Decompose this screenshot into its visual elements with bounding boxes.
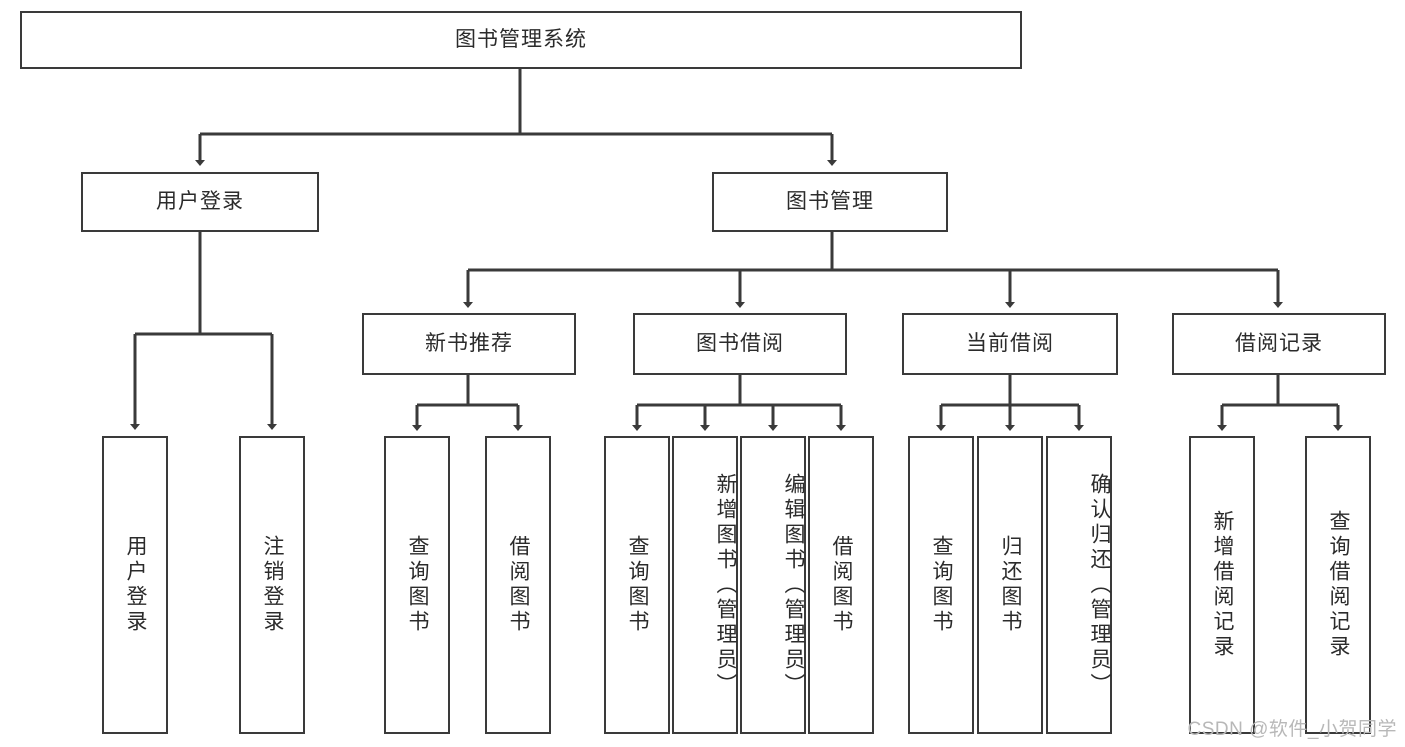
leaf-br-add-record-label: 新增借阅记录	[1211, 510, 1235, 660]
node-user-login-label: 用户登录	[156, 190, 244, 214]
node-borrow-record[interactable]: 借阅记录	[1172, 313, 1386, 375]
leaf-cb-confirm-return-label: 确认归还（管理员）	[1088, 472, 1111, 698]
csdn-watermark: CSDN @软件_小贺同学	[1187, 719, 1397, 740]
leaf-logout-label: 注销登录	[261, 535, 285, 635]
node-book-borrow-label: 图书借阅	[696, 332, 784, 356]
node-current-borrow[interactable]: 当前借阅	[902, 313, 1118, 375]
leaf-cb-query-book[interactable]: 查询图书	[908, 436, 974, 734]
leaf-user-login[interactable]: 用户登录	[102, 436, 168, 734]
leaf-br-query-record-label: 查询借阅记录	[1327, 510, 1351, 660]
leaf-bb-edit-book[interactable]: 编辑图书（管理员）	[740, 436, 806, 734]
node-book-management-label: 图书管理	[786, 190, 874, 214]
leaf-nb-borrow-book[interactable]: 借阅图书	[485, 436, 551, 734]
node-new-book-recommend-label: 新书推荐	[425, 332, 513, 356]
leaf-nb-query-book[interactable]: 查询图书	[384, 436, 450, 734]
leaf-bb-query-book[interactable]: 查询图书	[604, 436, 670, 734]
node-root-system-label: 图书管理系统	[455, 28, 587, 52]
leaf-cb-confirm-return[interactable]: 确认归还（管理员）	[1046, 436, 1112, 734]
node-root-system[interactable]: 图书管理系统	[20, 11, 1022, 69]
leaf-br-query-record[interactable]: 查询借阅记录	[1305, 436, 1371, 734]
leaf-bb-add-book-label: 新增图书（管理员）	[714, 472, 737, 698]
leaf-cb-return-book-label: 归还图书	[999, 535, 1023, 635]
node-user-login[interactable]: 用户登录	[81, 172, 319, 232]
leaf-br-add-record[interactable]: 新增借阅记录	[1189, 436, 1255, 734]
node-new-book-recommend[interactable]: 新书推荐	[362, 313, 576, 375]
leaf-user-login-label: 用户登录	[124, 535, 148, 635]
leaf-nb-borrow-book-label: 借阅图书	[507, 535, 531, 635]
leaf-bb-borrow-book-label: 借阅图书	[830, 535, 854, 635]
node-book-management[interactable]: 图书管理	[712, 172, 948, 232]
leaf-logout[interactable]: 注销登录	[239, 436, 305, 734]
node-borrow-record-label: 借阅记录	[1235, 332, 1323, 356]
node-book-borrow[interactable]: 图书借阅	[633, 313, 847, 375]
leaf-bb-edit-book-label: 编辑图书（管理员）	[782, 472, 805, 698]
leaf-bb-add-book[interactable]: 新增图书（管理员）	[672, 436, 738, 734]
node-current-borrow-label: 当前借阅	[966, 332, 1054, 356]
leaf-bb-borrow-book[interactable]: 借阅图书	[808, 436, 874, 734]
leaf-cb-query-book-label: 查询图书	[930, 535, 954, 635]
leaf-cb-return-book[interactable]: 归还图书	[977, 436, 1043, 734]
leaf-bb-query-book-label: 查询图书	[626, 535, 650, 635]
leaf-nb-query-book-label: 查询图书	[406, 535, 430, 635]
